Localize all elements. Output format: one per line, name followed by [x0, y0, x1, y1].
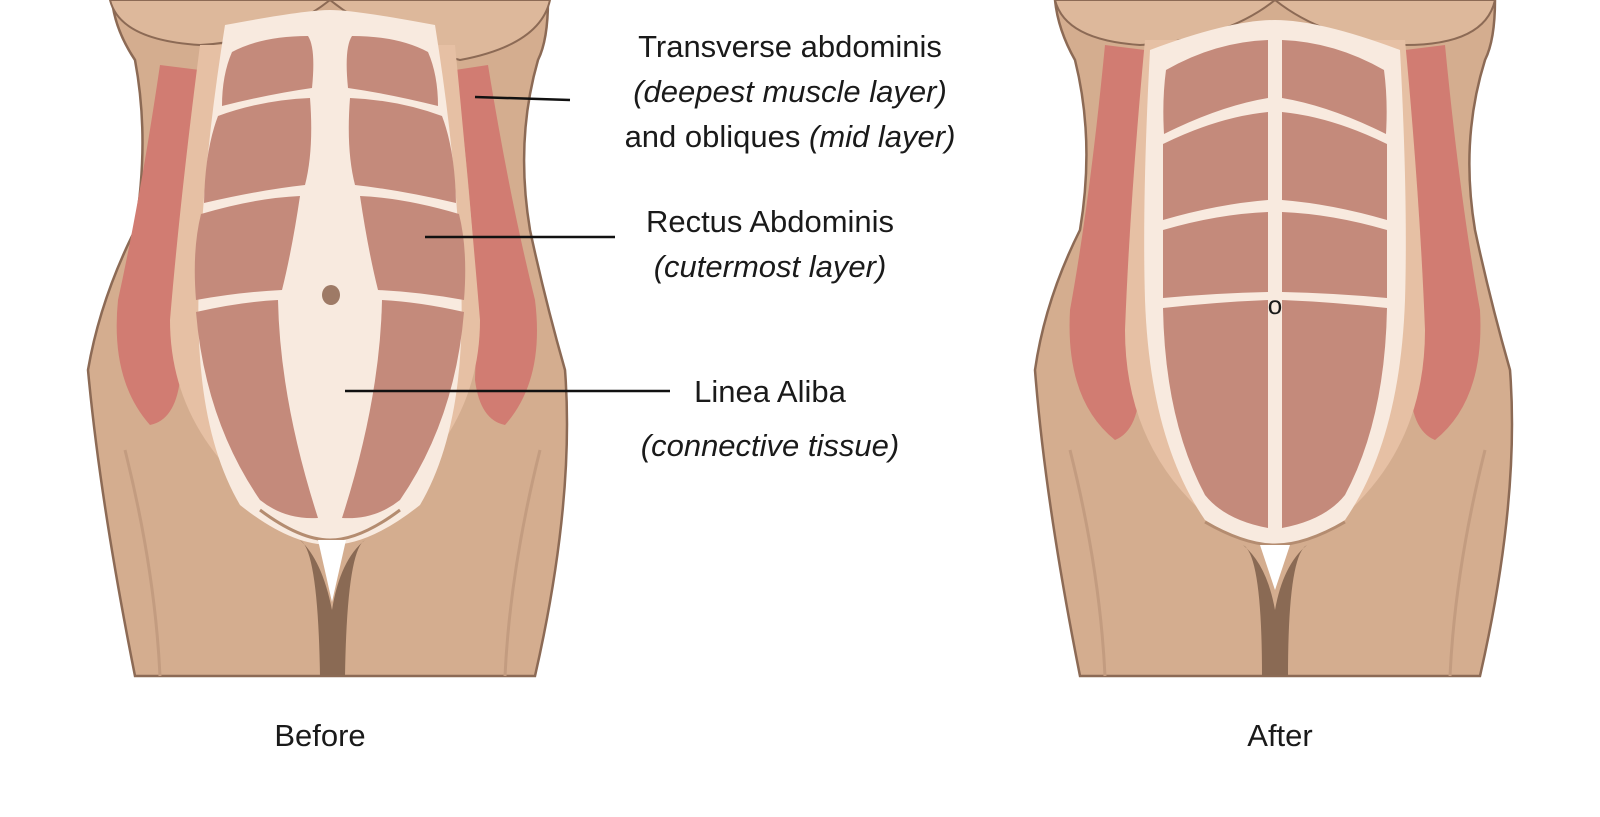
after-rectus-left-2 [1163, 112, 1268, 220]
after-leg-contour-right [1448, 449, 1487, 677]
label-rectus-abdominis: Rectus Abdominis (cutermost layer) [610, 200, 930, 290]
after-rectus-left-1 [1163, 40, 1268, 134]
after-rectus-right-4 [1282, 300, 1387, 528]
after-crotch-highlight [1260, 545, 1290, 590]
label-linea-alba: Linea Aliba (connective tissue) [620, 365, 920, 474]
after-crotch [1243, 545, 1307, 676]
label-transverse-abdominis: Transverse abdominis (deepest muscle lay… [590, 25, 990, 160]
label-transverse-title: Transverse abdominis [638, 29, 942, 64]
after-rectus-right-1 [1282, 40, 1387, 134]
before-crotch-highlight [318, 540, 346, 602]
leader-line-transverse [474, 95, 571, 102]
label-rectus-note: (cutermost layer) [653, 248, 887, 284]
label-linea-title: Linea Aliba [694, 374, 846, 409]
after-rectus-left-4 [1163, 300, 1268, 528]
before-crotch [300, 540, 365, 676]
after-rectus-left-3 [1163, 212, 1268, 298]
before-rectus-left-1 [222, 36, 314, 106]
label-transverse-obliques: and obliques (mid layer) [590, 115, 990, 160]
caption-before: Before [274, 718, 366, 753]
before-rectus-right-4 [342, 300, 464, 519]
before-rectus-right-3 [360, 196, 466, 300]
label-linea-note: (connective tissue) [640, 428, 900, 464]
before-oblique-right [455, 65, 537, 425]
after-rectus-right-2 [1282, 112, 1387, 220]
label-transverse-note: (deepest muscle layer) [633, 73, 947, 109]
before-leg-contour-right [503, 449, 542, 677]
label-obliques-note: (mid layer) [809, 118, 956, 154]
label-rectus-title: Rectus Abdominis [645, 204, 895, 239]
caption-after: After [1247, 718, 1313, 753]
before-rectus-left-2 [204, 98, 312, 203]
after-torso: o [1033, 0, 1514, 678]
before-leg-contour-left [123, 449, 162, 677]
before-rectus-right-1 [346, 36, 438, 106]
after-rectus-right-3 [1282, 212, 1387, 298]
before-rectus-right-2 [348, 98, 456, 203]
before-torso [86, 0, 569, 678]
before-rectus-left-4 [196, 300, 318, 519]
before-rectus-left-3 [194, 196, 300, 300]
before-navel [322, 285, 340, 305]
after-leg-contour-left [1068, 449, 1107, 677]
after-navel-mark: o [1268, 290, 1282, 320]
label-obliques-text: and obliques [624, 118, 801, 154]
